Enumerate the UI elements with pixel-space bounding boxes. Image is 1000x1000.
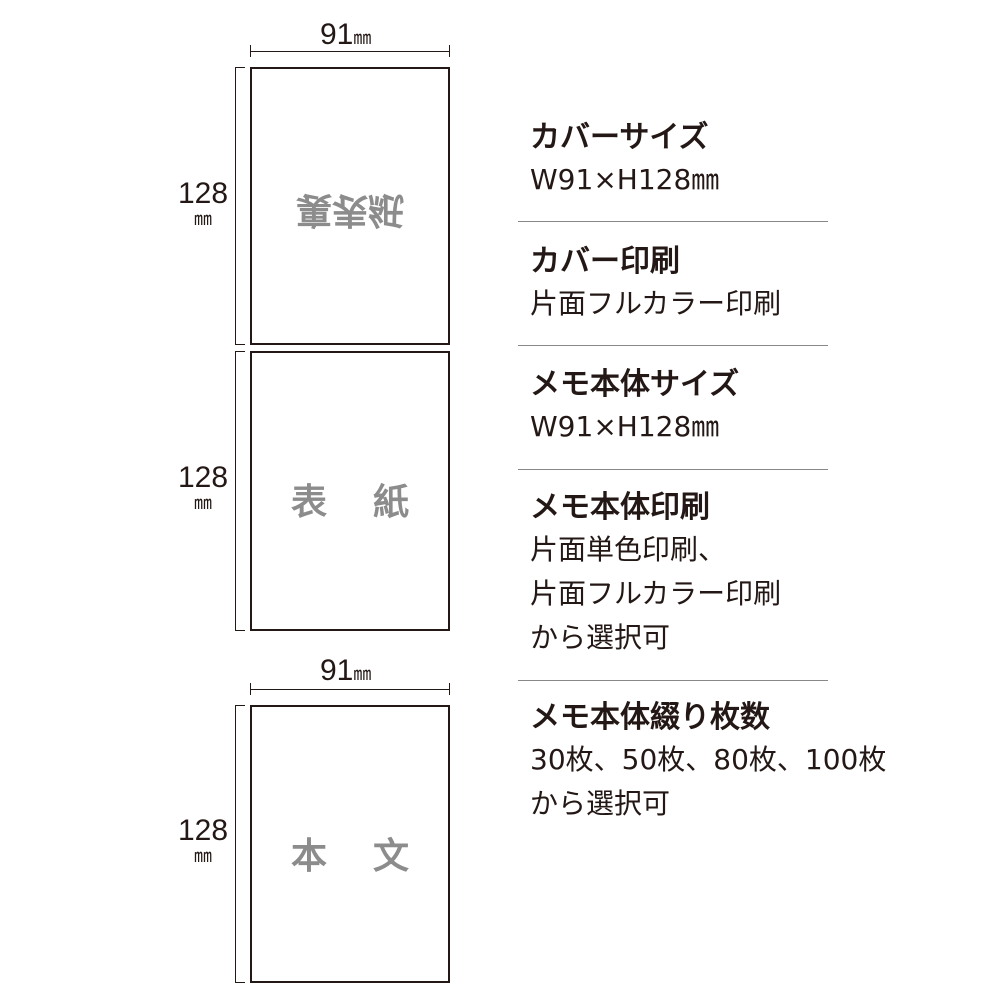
top-width-tick-left	[250, 45, 251, 57]
body-width-tick-right	[449, 683, 450, 695]
spec-line: W91×H128㎜	[530, 163, 720, 196]
spec-body-size: メモ本体サイズ W91×H128㎜	[530, 365, 828, 449]
front-cover-height-line	[235, 351, 236, 631]
spec-body-print: メモ本体印刷 片面単色印刷、 片面フルカラー印刷 から選択可	[530, 488, 828, 660]
body-width-line	[250, 689, 450, 690]
spec-line: から選択可	[530, 621, 671, 654]
body-height-tick-top	[235, 705, 245, 706]
divider	[518, 680, 828, 681]
memo-body-panel: 本文	[250, 705, 450, 983]
back-cover-height-value: 128	[177, 177, 229, 210]
spec-cover-size: カバーサイズ W91×H128㎜	[530, 118, 828, 202]
front-cover-panel: 表紙	[250, 351, 450, 631]
divider	[518, 469, 828, 470]
back-cover-height-line	[235, 67, 236, 345]
memo-body-label-char1: 本	[290, 836, 327, 877]
spec-line: 30枚、50枚、80枚、100枚	[530, 743, 887, 776]
back-cover-height-tick-bottom	[235, 344, 245, 345]
front-cover-label-char2: 紙	[373, 482, 410, 523]
spec-body-sheet-count: メモ本体綴り枚数 30枚、50枚、80枚、100枚 から選択可	[530, 698, 887, 826]
top-width-dimension: 91㎜	[320, 20, 371, 53]
top-width-line	[250, 51, 450, 52]
front-cover-height-unit: ㎜	[194, 493, 212, 513]
memo-body-label: 本文	[252, 827, 448, 879]
back-cover-panel: 裏表紙	[250, 67, 450, 345]
spec-line: 片面フルカラー印刷	[530, 287, 782, 320]
front-cover-height-value: 128	[177, 461, 229, 494]
top-width-unit: ㎜	[353, 28, 372, 48]
spec-title: メモ本体印刷	[530, 490, 710, 525]
spec-title: メモ本体サイズ	[530, 367, 740, 402]
spec-title: カバーサイズ	[530, 120, 709, 155]
body-height-dimension: 128 ㎜	[173, 814, 233, 866]
spec-title: メモ本体綴り枚数	[530, 700, 770, 735]
divider	[518, 345, 828, 346]
memo-body-label-char2: 文	[373, 836, 410, 877]
body-height-value: 128	[177, 814, 229, 847]
top-width-tick-right	[449, 45, 450, 57]
spec-line: 片面フルカラー印刷	[530, 577, 782, 610]
spec-title: カバー印刷	[530, 244, 680, 279]
body-width-dimension: 91㎜	[320, 656, 371, 689]
body-height-line	[235, 705, 236, 983]
back-cover-label: 裏表紙	[295, 189, 404, 230]
front-cover-label: 表紙	[252, 473, 448, 525]
back-cover-height-dimension: 128 ㎜	[173, 177, 233, 229]
body-height-unit: ㎜	[194, 846, 212, 866]
body-width-tick-left	[250, 683, 251, 695]
back-cover-height-unit: ㎜	[194, 209, 212, 229]
spec-line: W91×H128㎜	[530, 410, 720, 443]
front-cover-height-dimension: 128 ㎜	[173, 461, 233, 513]
body-width-value: 91	[320, 654, 354, 687]
back-cover-height-tick-top	[235, 67, 245, 68]
body-height-tick-bottom	[235, 982, 245, 983]
front-cover-height-tick-bottom	[235, 630, 245, 631]
front-cover-label-char1: 表	[290, 482, 327, 523]
front-cover-height-tick-top	[235, 351, 245, 352]
spec-line: から選択可	[530, 787, 671, 820]
spec-cover-print: カバー印刷 片面フルカラー印刷	[530, 242, 828, 326]
spec-line: 片面単色印刷、	[530, 533, 727, 566]
body-width-unit: ㎜	[353, 664, 372, 684]
size-diagram: 91㎜ 裏表紙 表紙 128 ㎜ 128 ㎜ 91㎜ 本文	[173, 20, 450, 983]
top-width-value: 91	[320, 18, 354, 51]
divider	[518, 221, 828, 222]
